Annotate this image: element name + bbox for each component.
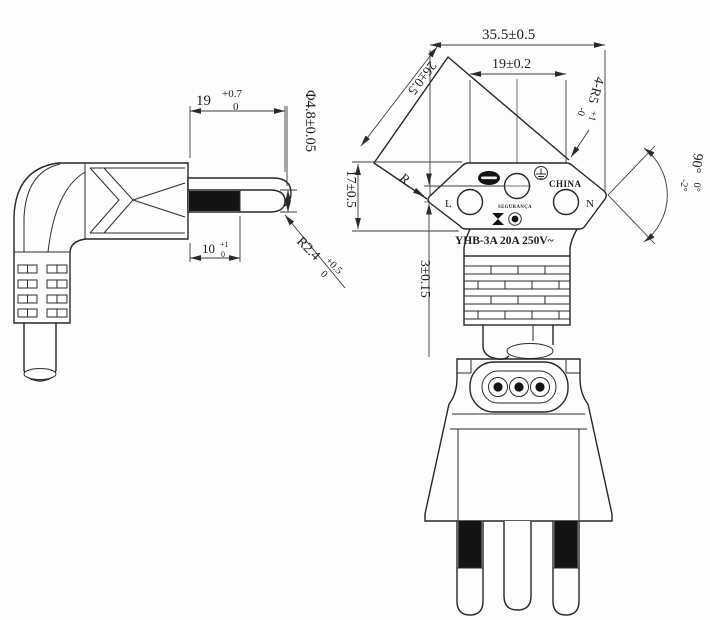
dim-vertex-radius-label: R xyxy=(397,170,414,187)
pin-insulation-sleeve xyxy=(189,191,240,211)
dim-pin-length-sub: 0 xyxy=(233,101,239,113)
neutral-pin-face xyxy=(552,188,580,216)
earth-symbol-icon xyxy=(534,166,548,180)
face-neck-right xyxy=(569,228,578,256)
model-rating-label: YHB-3A 20A 250V~ xyxy=(455,235,554,247)
dim-vertex-angle-value: 90° xyxy=(688,153,705,174)
dim-pin-pitch: 19±0.2 xyxy=(470,57,566,77)
dim-overall-width-label: 35.5±0.5 xyxy=(482,27,535,43)
elbow-inner-curve-1 xyxy=(23,163,61,252)
dim-vertex-angle: 90° 0° -2° xyxy=(607,145,705,245)
dim-pin-diameter-label: Φ4.8±0.05 xyxy=(302,90,318,152)
dim-face-side-label: 26±0.5 xyxy=(405,59,440,98)
certification-marks xyxy=(492,212,522,226)
front-view-plug xyxy=(424,358,613,616)
inmetro-logo-mark xyxy=(478,171,500,185)
inlet-holes xyxy=(488,377,550,397)
dim-face-side: 26±0.5 xyxy=(360,46,440,147)
dim-tip-radius-value: R2.4 xyxy=(293,234,323,264)
dim-corner-radii-sub: -0 xyxy=(575,106,588,117)
dim-vertex-angle-sub: -2° xyxy=(677,178,689,192)
front-body-outline xyxy=(424,358,613,522)
dim-pin-length-value: 19 xyxy=(196,93,211,109)
dim-pin-pitch-label: 19±0.2 xyxy=(492,57,531,72)
grip-ribs xyxy=(17,264,68,318)
face-view: CHINA L N SEGURANÇA YHB-3A 20A 250V~ xyxy=(373,56,607,360)
front-earth-pin xyxy=(503,521,532,611)
dim-pin-length: 19 +0.7 0 xyxy=(189,88,286,172)
dim-band-height-label: 17±0.5 xyxy=(344,170,359,208)
line-pin-face xyxy=(456,188,484,216)
inlet-recess-inner xyxy=(481,370,557,404)
dim-vertex-angle-sup: 0° xyxy=(690,182,702,192)
side-view-pins xyxy=(187,177,292,213)
elbow-inner-curve-2 xyxy=(47,171,86,253)
cable xyxy=(23,323,57,382)
dim-corner-radii-sup: +1 xyxy=(586,109,600,122)
dim-tip-radius: R2.4 +0.5 0 xyxy=(284,214,346,289)
dim-band-height: 17±0.5 xyxy=(344,161,462,232)
face-neck-left xyxy=(463,228,471,256)
dim-sleeve-length-value: 10 xyxy=(202,241,215,256)
cord-boot xyxy=(482,325,554,360)
dim-sleeve-length-sup: +1 xyxy=(220,240,229,249)
plug-body-outline xyxy=(13,162,189,324)
dim-corner-radii-value: 4-R5 xyxy=(586,75,608,105)
side-view-plug-body xyxy=(13,162,292,382)
dim-corner-radii: 4-R5 +1 -0 xyxy=(570,75,608,158)
face-grip-ribs xyxy=(463,255,571,326)
neutral-pin-label: N xyxy=(586,198,594,210)
safety-word-label: SEGURANÇA xyxy=(498,205,532,210)
dim-earth-offset-label: 3±0.15 xyxy=(418,260,433,298)
front-top-notches xyxy=(457,360,580,374)
line-pin-label: L xyxy=(445,198,452,210)
dim-sleeve-length-sub: 0 xyxy=(221,250,225,259)
front-view-pins xyxy=(456,521,580,616)
dim-pin-diameter: Φ4.8±0.05 xyxy=(280,90,318,213)
chevron-grip-pattern xyxy=(89,167,186,234)
dim-sleeve-length: 10 +1 0 xyxy=(189,216,241,262)
dim-earth-offset: 3±0.15 xyxy=(418,173,504,357)
dim-pin-length-sup: +0.7 xyxy=(222,88,242,100)
cable-cut-end xyxy=(23,368,57,380)
boot-cable-cut-end xyxy=(506,343,554,359)
dim-vertex-radius: R xyxy=(397,170,425,197)
dim-tip-radius-sub: 0 xyxy=(318,269,329,280)
country-label: CHINA xyxy=(549,179,582,189)
